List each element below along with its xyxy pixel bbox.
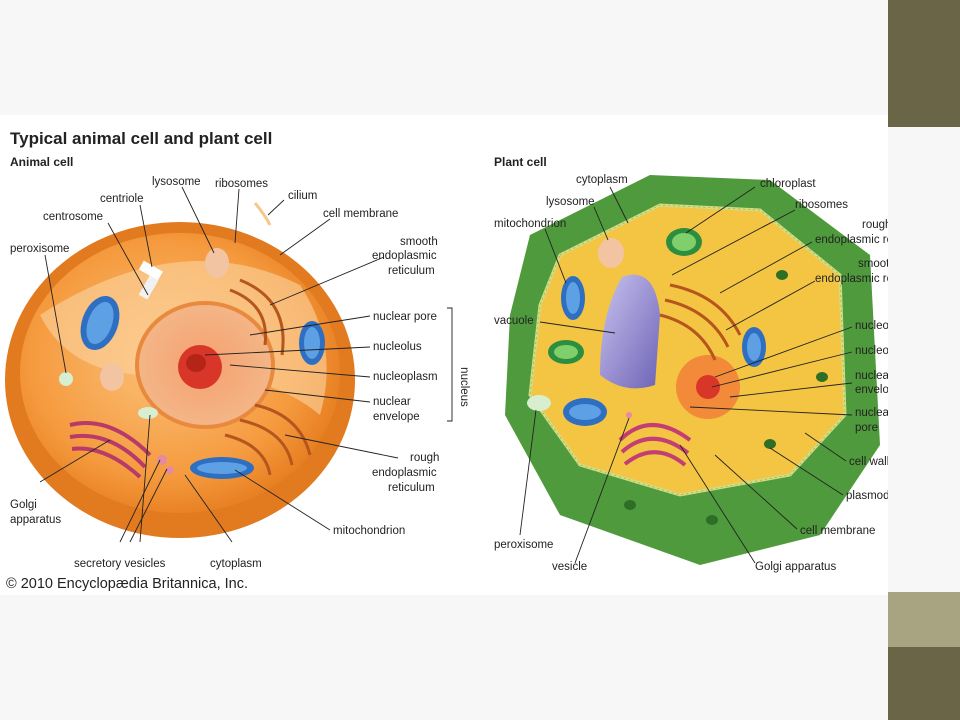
animal-label-rough-er-2: endoplasmic (372, 467, 437, 479)
animal-label-nuclear-pore: nuclear pore (373, 311, 437, 323)
animal-label-golgi-1: Golgi (10, 499, 37, 511)
animal-label-rough-er-1: rough (410, 452, 439, 464)
plant-label-rough-er-1: rough (862, 219, 888, 231)
plant-cell-illustration (505, 175, 880, 565)
animal-label-lysosome: lysosome (152, 176, 201, 188)
animal-label-cilium: cilium (288, 190, 317, 202)
plant-golgi (618, 423, 692, 467)
cell-diagram-svg: Typical animal cell and plant cell Anima… (5, 129, 888, 592)
plant-label-peroxisome: peroxisome (494, 539, 553, 551)
animal-label-nucleolus: nucleolus (373, 341, 422, 353)
plant-rough-er (659, 283, 742, 361)
animal-label-nuclear-envelope-2: envelope (373, 411, 420, 423)
plant-label-nuclear-envelope-2: envelope (855, 384, 888, 396)
copyright-notice: © 2010 Encyclopædia Britannica, Inc. (6, 576, 248, 592)
plant-cell-heading: Plant cell (494, 155, 547, 169)
animal-label-nucleus-bracket: nucleus (458, 367, 470, 407)
plant-plasmodesmata (624, 270, 828, 525)
plant-label-vacuole: vacuole (494, 315, 534, 327)
plant-label-ribosomes: ribosomes (795, 199, 848, 211)
animal-label-peroxisome: peroxisome (10, 243, 69, 255)
animal-label-secretory-vesicles: secretory vesicles (74, 558, 166, 570)
animal-label-centriole: centriole (100, 193, 143, 205)
animal-label-smooth-er-3: reticulum (388, 265, 435, 277)
plant-vacuole (600, 274, 660, 389)
plant-label-cell-wall: cell wall (849, 456, 888, 468)
plant-label-vesicle: vesicle (552, 561, 587, 573)
plant-label-chloroplast: chloroplast (760, 178, 816, 190)
animal-label-mitochondrion: mitochondrion (333, 525, 405, 537)
plant-label-nucleolus: nucleolus (855, 345, 888, 357)
plant-label-plasmodesma: plasmodesma (846, 490, 888, 502)
animal-cell-illustration (5, 202, 355, 538)
plant-label-lines (519, 186, 853, 564)
animal-label-lines (39, 186, 453, 543)
plant-label-mitochondrion: mitochondrion (494, 218, 566, 230)
cell-diagram-figure: Typical animal cell and plant cell Anima… (0, 115, 888, 595)
plant-label-rough-er-2: endoplasmic reticulum (815, 234, 888, 246)
plant-peroxisome (527, 395, 551, 411)
accent-bar-top (888, 0, 960, 127)
animal-peroxisome (59, 372, 73, 386)
animal-label-centrosome: centrosome (43, 211, 103, 223)
accent-bar-bottom (888, 647, 960, 720)
accent-bar-middle (888, 592, 960, 647)
animal-label-nuclear-envelope-1: nuclear (373, 396, 411, 408)
animal-cilium (253, 202, 272, 226)
animal-label-cell-membrane: cell membrane (323, 208, 398, 220)
animal-centriole (138, 260, 163, 281)
animal-label-ribosomes: ribosomes (215, 178, 268, 190)
plant-label-smooth-er-2: endoplasmic reticulum (815, 273, 888, 285)
animal-label-golgi-2: apparatus (10, 514, 61, 526)
plant-label-cytoplasm: cytoplasm (576, 174, 628, 186)
animal-label-nucleoplasm: nucleoplasm (373, 371, 438, 383)
figure-title: Typical animal cell and plant cell (10, 129, 272, 148)
plant-label-nuclear-envelope-1: nuclear (855, 370, 888, 382)
animal-label-smooth-er-2: endoplasmic (372, 250, 437, 262)
plant-label-nuclear-pore-1: nuclear (855, 407, 888, 419)
animal-lysosome (205, 248, 229, 278)
plant-lysosome (598, 238, 624, 268)
plant-label-smooth-er-1: smooth (858, 258, 888, 270)
plant-label-nuclear-pore-2: pore (855, 422, 878, 434)
animal-label-rough-er-3: reticulum (388, 482, 435, 494)
plant-label-cell-membrane: cell membrane (800, 525, 875, 537)
plant-label-lysosome: lysosome (546, 196, 595, 208)
animal-label-smooth-er-1: smooth (400, 236, 438, 248)
animal-label-cytoplasm: cytoplasm (210, 558, 262, 570)
plant-label-nucleoplasm: nucleoplasm (855, 320, 888, 332)
animal-cell-heading: Animal cell (10, 155, 73, 169)
plant-label-golgi: Golgi apparatus (755, 561, 836, 573)
animal-rough-er (224, 278, 312, 476)
